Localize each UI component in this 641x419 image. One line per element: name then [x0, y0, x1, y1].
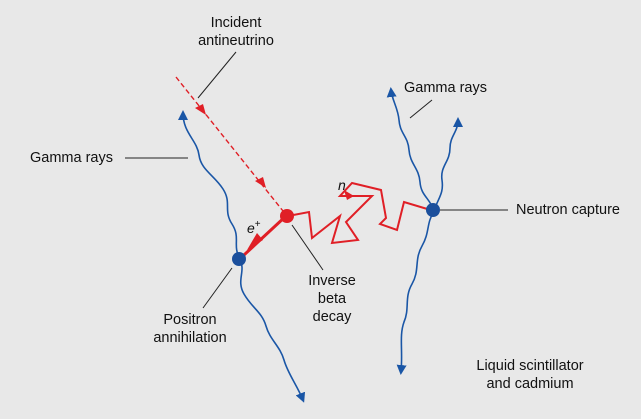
positron-track: [242, 214, 288, 257]
gamma-ray-left-up: [178, 110, 241, 260]
inverse-beta-decay-node: [280, 209, 294, 223]
incident-antineutrino-label: Incident antineutrino: [198, 15, 274, 49]
gamma-rays-right-label: Gamma rays: [404, 80, 487, 96]
neutron-symbol: n: [338, 177, 346, 193]
antineutrino-arrowhead-2: [255, 177, 266, 188]
neutron-arrowhead: [344, 190, 354, 200]
leader-line-inverse-beta: [291, 224, 324, 271]
neutron-track: [287, 181, 435, 245]
leader-line-gamma-right: [409, 99, 433, 119]
inverse-beta-decay-label: Inverse beta decay: [308, 273, 356, 325]
antineutrino-arrowhead-1: [195, 104, 206, 115]
gamma-ray-left-down: [239, 258, 306, 403]
gamma-ray-right-down: [396, 210, 435, 375]
liquid-scintillator-label: Liquid scintillator and cadmium: [476, 358, 584, 392]
positron-symbol-letter: e: [247, 220, 255, 236]
gamma-ray-right-up-left: [386, 87, 435, 212]
positron-charge: +: [255, 219, 261, 230]
leader-line-positron-annihilation: [202, 267, 233, 309]
neutron-capture-node: [426, 203, 440, 217]
leader-line-antineutrino: [197, 51, 237, 99]
gamma-rays-left-label: Gamma rays: [30, 150, 113, 166]
positron-annihilation-label: Positron annihilation: [153, 312, 227, 346]
positron-annihilation-node: [232, 252, 246, 266]
positron-arrowhead: [247, 233, 263, 250]
positron-symbol: e+: [247, 219, 261, 236]
gamma-ray-right-up-right: [433, 117, 463, 212]
neutron-capture-label: Neutron capture: [516, 202, 620, 218]
antineutrino-track: [175, 76, 284, 212]
